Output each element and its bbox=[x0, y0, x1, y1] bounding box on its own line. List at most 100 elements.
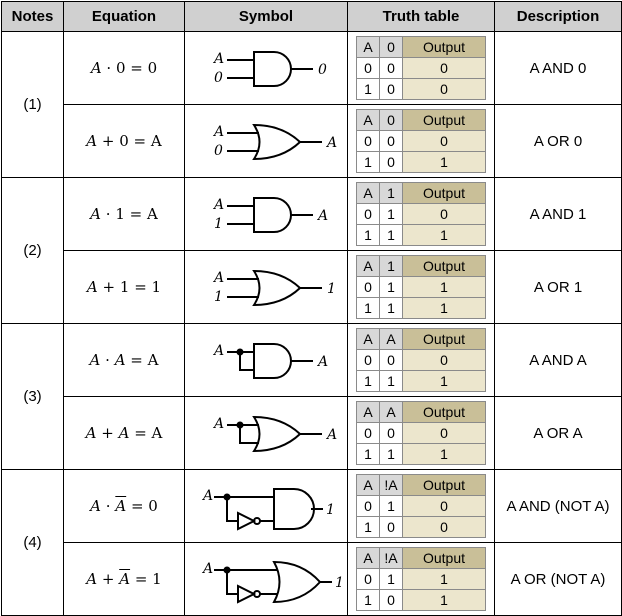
tt-cell-in1: 0 bbox=[356, 349, 380, 371]
truth-table-row: 1 0 0 bbox=[356, 516, 486, 538]
tt-header-in2: 1 bbox=[379, 182, 403, 204]
truth-table-header: A A Output bbox=[356, 328, 486, 350]
tt-header-output: Output bbox=[402, 255, 486, 277]
tt-cell-in2: 0 bbox=[379, 589, 403, 611]
tt-cell-in2: 1 bbox=[379, 276, 403, 298]
header-equation: Equation bbox=[63, 1, 185, 32]
tt-header-output: Output bbox=[402, 547, 486, 569]
tt-cell-output: 1 bbox=[402, 589, 486, 611]
truth-table-cell: A !A Output 0 1 1 1 0 1 bbox=[347, 542, 495, 616]
tt-cell-in2: 1 bbox=[379, 203, 403, 225]
tt-cell-in2: 1 bbox=[379, 495, 403, 517]
input-label-b: 1 bbox=[214, 289, 223, 305]
description-cell: A OR 1 bbox=[494, 250, 622, 324]
tt-cell-in1: 0 bbox=[356, 130, 380, 152]
equation-var-a: A bbox=[90, 497, 102, 515]
description-cell: A OR A bbox=[494, 396, 622, 470]
truth-table-row: 0 0 0 bbox=[356, 422, 486, 444]
tt-header-in1: A bbox=[356, 547, 380, 569]
output-label: A bbox=[325, 427, 337, 443]
tt-header-output: Output bbox=[402, 36, 486, 58]
equation-var-a: A bbox=[89, 351, 101, 369]
truth-table-header: A A Output bbox=[356, 401, 486, 423]
tt-cell-in2: 0 bbox=[379, 57, 403, 79]
tt-cell-output: 0 bbox=[402, 78, 486, 100]
input-label-a: A bbox=[212, 124, 224, 140]
truth-table-row: 0 1 1 bbox=[356, 568, 486, 590]
equation-rhs: = A bbox=[125, 351, 159, 369]
tt-cell-in1: 1 bbox=[356, 297, 380, 319]
or-same-gate-symbol: AA bbox=[212, 415, 337, 453]
truth-table-header: A 0 Output bbox=[356, 36, 486, 58]
input-label-a: A bbox=[212, 270, 224, 286]
equation-var-b: 1 bbox=[119, 278, 130, 296]
header-symbol: Symbol bbox=[184, 1, 348, 32]
truth-table-row: 1 1 1 bbox=[356, 370, 486, 392]
tt-cell-in2: 1 bbox=[379, 568, 403, 590]
equation-var-b: A bbox=[119, 570, 131, 588]
tt-cell-in1: 1 bbox=[356, 370, 380, 392]
truth-table-header: A 1 Output bbox=[356, 255, 486, 277]
tt-cell-in1: 0 bbox=[356, 276, 380, 298]
note-label: (2) bbox=[1, 177, 64, 324]
description-cell: A AND 1 bbox=[494, 177, 622, 251]
equation-rhs: = A bbox=[124, 205, 158, 223]
tt-header-in1: A bbox=[356, 474, 380, 496]
header-truth-table: Truth table bbox=[347, 1, 495, 32]
tt-cell-output: 1 bbox=[402, 151, 486, 173]
input-label-a: A bbox=[212, 197, 224, 213]
input-label-a: A bbox=[201, 561, 213, 577]
note-label: (1) bbox=[1, 31, 64, 178]
equation-rhs: = 1 bbox=[129, 278, 162, 296]
tt-cell-in2: 1 bbox=[379, 370, 403, 392]
truth-table: A 0 Output 0 0 0 1 0 0 bbox=[356, 36, 486, 100]
truth-table-cell: A 0 Output 0 0 0 1 0 0 bbox=[347, 31, 495, 105]
tt-header-in1: A bbox=[356, 36, 380, 58]
truth-table: A A Output 0 0 0 1 1 1 bbox=[356, 328, 486, 392]
equation-var-a: A bbox=[90, 205, 102, 223]
tt-cell-output: 0 bbox=[402, 130, 486, 152]
tt-header-output: Output bbox=[402, 182, 486, 204]
tt-header-in2: !A bbox=[379, 547, 403, 569]
tt-cell-output: 1 bbox=[402, 276, 486, 298]
equation-var-a: A bbox=[86, 278, 98, 296]
tt-cell-in2: 0 bbox=[379, 151, 403, 173]
tt-header-in2: 0 bbox=[379, 36, 403, 58]
tt-header-in1: A bbox=[356, 109, 380, 131]
truth-table: A A Output 0 0 0 1 1 1 bbox=[356, 401, 486, 465]
truth-table-row: 0 0 0 bbox=[356, 349, 486, 371]
tt-cell-in2: 1 bbox=[379, 297, 403, 319]
or-not-gate-symbol: A1 bbox=[201, 560, 343, 604]
truth-table-cell: A 1 Output 0 1 1 1 1 1 bbox=[347, 250, 495, 324]
truth-table-row: 1 0 0 bbox=[356, 78, 486, 100]
tt-cell-in1: 0 bbox=[356, 568, 380, 590]
tt-cell-in2: 0 bbox=[379, 422, 403, 444]
equation-cell: A + A = 1 bbox=[63, 542, 185, 616]
equation-rhs: = 0 bbox=[125, 59, 158, 77]
output-label: 0 bbox=[318, 62, 327, 78]
tt-cell-output: 0 bbox=[402, 57, 486, 79]
not-gate-bubble bbox=[252, 517, 261, 525]
equation-operator: · bbox=[101, 497, 116, 515]
and-not-gate-symbol: A1 bbox=[201, 488, 334, 531]
truth-table-cell: A 1 Output 0 1 0 1 1 1 bbox=[347, 177, 495, 251]
equation-rhs: = 1 bbox=[130, 570, 162, 588]
equation-var-b: A bbox=[118, 424, 130, 442]
truth-table-row: 0 1 0 bbox=[356, 203, 486, 225]
tt-cell-in1: 1 bbox=[356, 224, 380, 246]
tt-header-in2: A bbox=[379, 328, 403, 350]
description-cell: A OR (NOT A) bbox=[494, 542, 622, 616]
tt-cell-in1: 1 bbox=[356, 443, 380, 465]
equation-operator: · bbox=[100, 351, 115, 369]
equation-var-a: A bbox=[90, 59, 102, 77]
